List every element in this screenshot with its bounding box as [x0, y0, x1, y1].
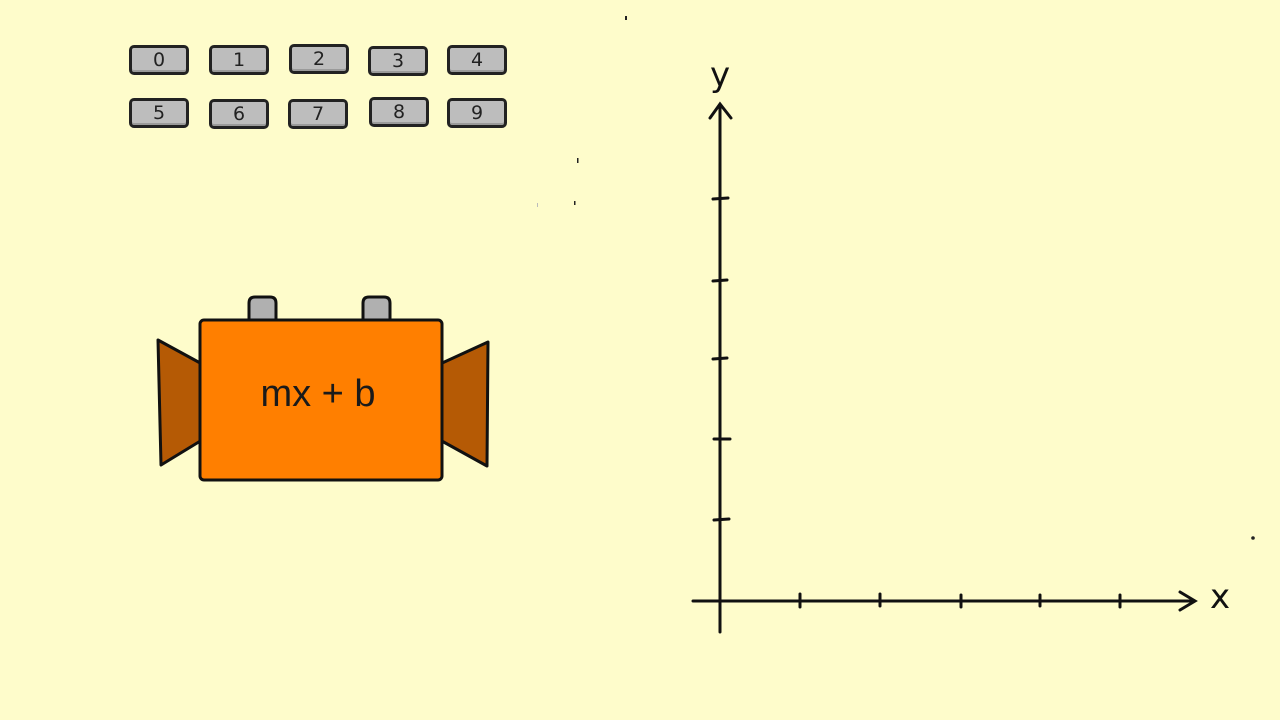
y-axis-label: y — [710, 55, 730, 95]
machine-right-wing — [438, 340, 490, 468]
machine-body — [198, 318, 444, 482]
key-2[interactable]: 2 — [289, 44, 349, 74]
machine-left-wing — [156, 338, 204, 467]
machine-left-knob — [247, 295, 278, 324]
machine-label: mx + b — [260, 373, 375, 415]
y-axis-arrowhead — [708, 101, 733, 120]
key-6[interactable]: 6 — [209, 99, 269, 129]
key-4[interactable]: 4 — [447, 45, 507, 75]
machine-right-knob — [361, 295, 392, 324]
x-axis-arrowhead — [1178, 590, 1198, 612]
key-5[interactable]: 5 — [129, 98, 189, 128]
y-tick — [711, 356, 729, 361]
x-axis-ticks — [798, 592, 1122, 609]
key-7[interactable]: 7 — [288, 99, 348, 129]
y-tick — [711, 196, 730, 201]
key-0[interactable]: 0 — [129, 45, 189, 75]
key-8[interactable]: 8 — [369, 97, 429, 127]
y-tick — [711, 278, 729, 283]
y-tick — [712, 517, 731, 522]
background-specks — [537, 16, 1255, 540]
x-axis-label: x — [1210, 577, 1230, 617]
key-1[interactable]: 1 — [209, 45, 269, 75]
y-axis-ticks — [711, 196, 732, 522]
key-9[interactable]: 9 — [447, 98, 507, 128]
key-3[interactable]: 3 — [368, 46, 428, 76]
function-machine[interactable]: mx + b — [156, 295, 490, 482]
coordinate-graph — [691, 101, 1198, 634]
